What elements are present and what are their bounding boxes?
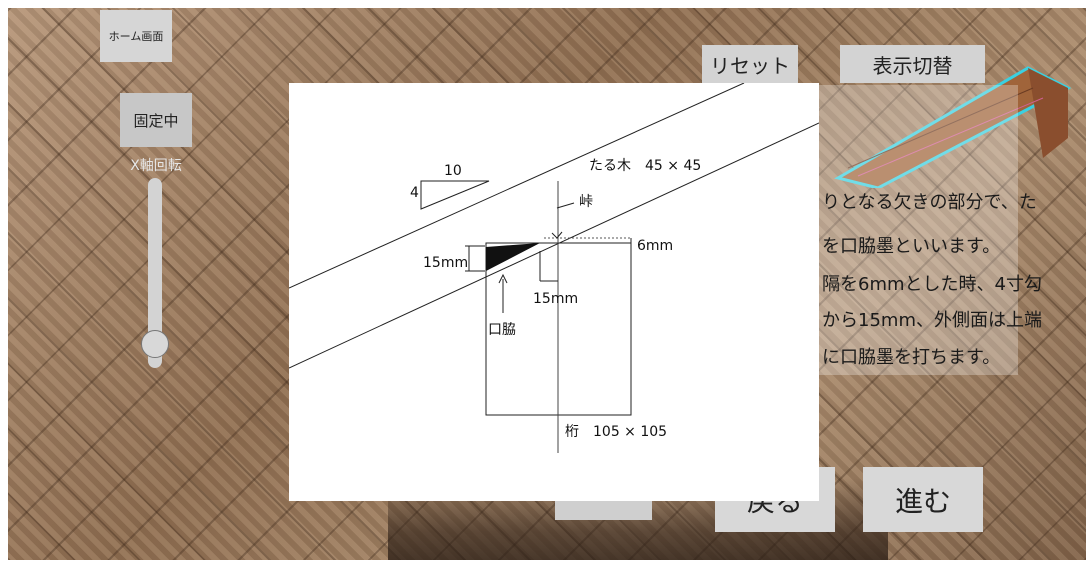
home-screen-button[interactable]: ホーム画面 [100,10,172,62]
fixed-toggle-button[interactable]: 固定中 [120,93,192,147]
beam-label: 桁 105 × 105 [565,424,668,440]
slope-rise-label: 4 [410,185,419,201]
peak-label: 峠 [579,194,593,210]
kuchiwaki-diagram: 10 4 たる木 45 × 45 峠 6mm 15mm 15mm 口脇 桁 10… [289,83,819,501]
slope-run-label: 10 [444,163,462,179]
slider-thumb[interactable] [141,329,169,358]
explanation-line: を口脇墨といいます。 [822,236,1001,257]
explanation-line: に口脇墨を打ちます。 [822,347,1001,368]
x-axis-rotation-slider[interactable] [148,178,162,368]
diagram-drawing [289,83,819,453]
x-axis-rotation-label: X軸回転 [130,158,182,174]
kuchiwaki-label: 口脇 [488,322,516,338]
height-dimension-label: 15mm [423,255,469,271]
gap-label: 6mm [637,238,674,254]
ar-beam-model [834,66,1072,188]
next-button[interactable]: 進む [863,467,983,532]
offset-dimension-label: 15mm [533,291,579,307]
explanation-line: から15mm、外側面は上端 [822,310,1042,331]
reset-button[interactable]: リセット [702,45,798,83]
explanation-line: 隔を6mmとした時、4寸勾 [822,274,1042,295]
explanation-line: りとなる欠きの部分で、た [822,192,1037,213]
rafter-label: たる木 45 × 45 [589,158,702,174]
display-toggle-button[interactable]: 表示切替 [840,45,985,83]
